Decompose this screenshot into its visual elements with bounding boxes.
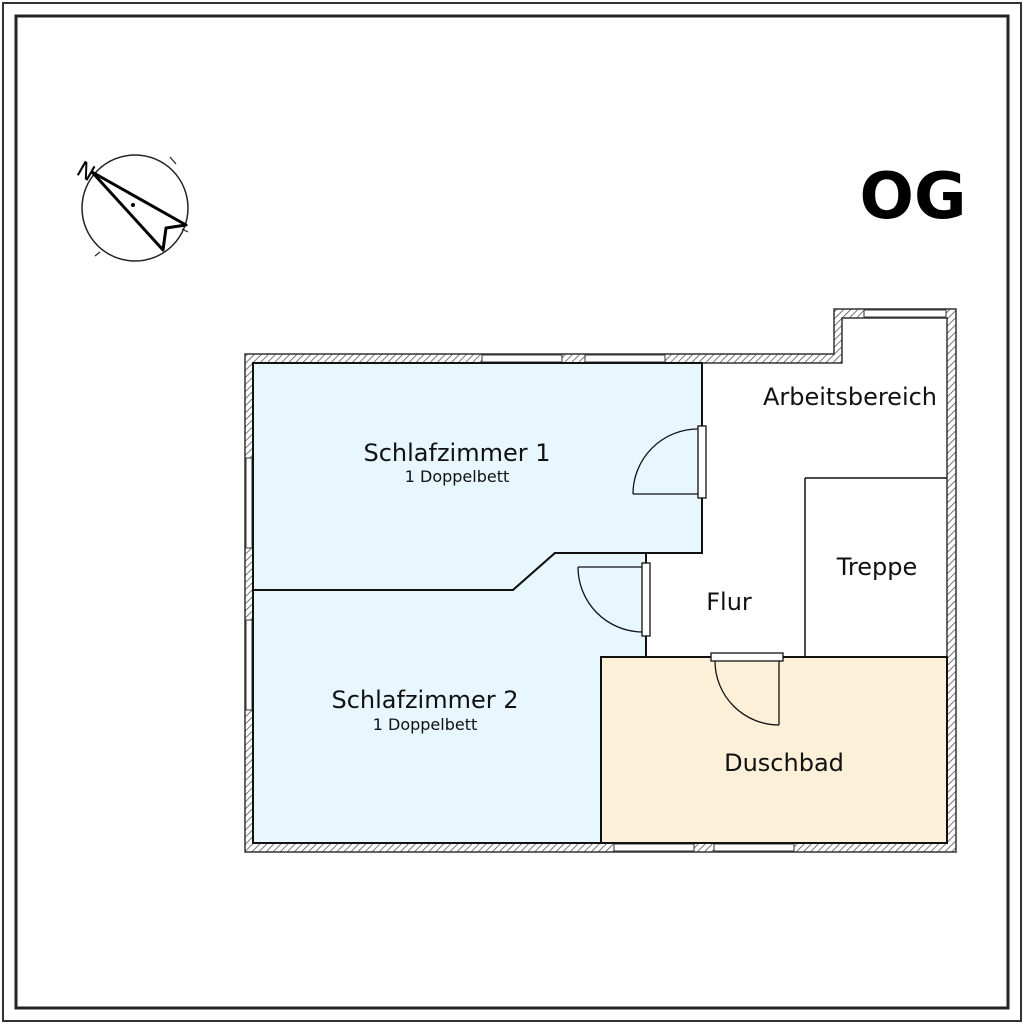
room-label-schlafzimmer-1: Schlafzimmer 1 xyxy=(363,439,550,467)
room-label-flur: Flur xyxy=(706,588,752,616)
room-duschbad xyxy=(600,656,948,844)
window xyxy=(584,354,666,363)
room-label-treppe: Treppe xyxy=(836,553,917,581)
compass-needle xyxy=(90,170,188,252)
window xyxy=(481,354,563,363)
inner-frame xyxy=(14,14,1010,1010)
room-label-duschbad: Duschbad xyxy=(724,749,844,777)
window xyxy=(245,457,253,549)
window xyxy=(613,843,695,852)
compass-north-label: N xyxy=(72,157,99,187)
interior-walls xyxy=(804,477,947,657)
compass-icon: N xyxy=(72,154,189,262)
door-duschbad xyxy=(710,652,784,726)
window xyxy=(245,619,253,711)
window xyxy=(863,309,947,318)
room-label-schlafzimmer-2: Schlafzimmer 2 xyxy=(331,686,518,714)
windows xyxy=(245,309,947,852)
door-schlafzimmer-2 xyxy=(577,562,651,637)
window xyxy=(713,843,795,852)
room-detail-schlafzimmer-1: 1 Doppelbett xyxy=(405,467,510,486)
room-detail-schlafzimmer-2: 1 Doppelbett xyxy=(373,715,478,734)
floor-label: OG xyxy=(860,160,967,234)
door-schlafzimmer-1 xyxy=(632,425,707,499)
room-label-arbeitsbereich: Arbeitsbereich xyxy=(763,383,937,411)
